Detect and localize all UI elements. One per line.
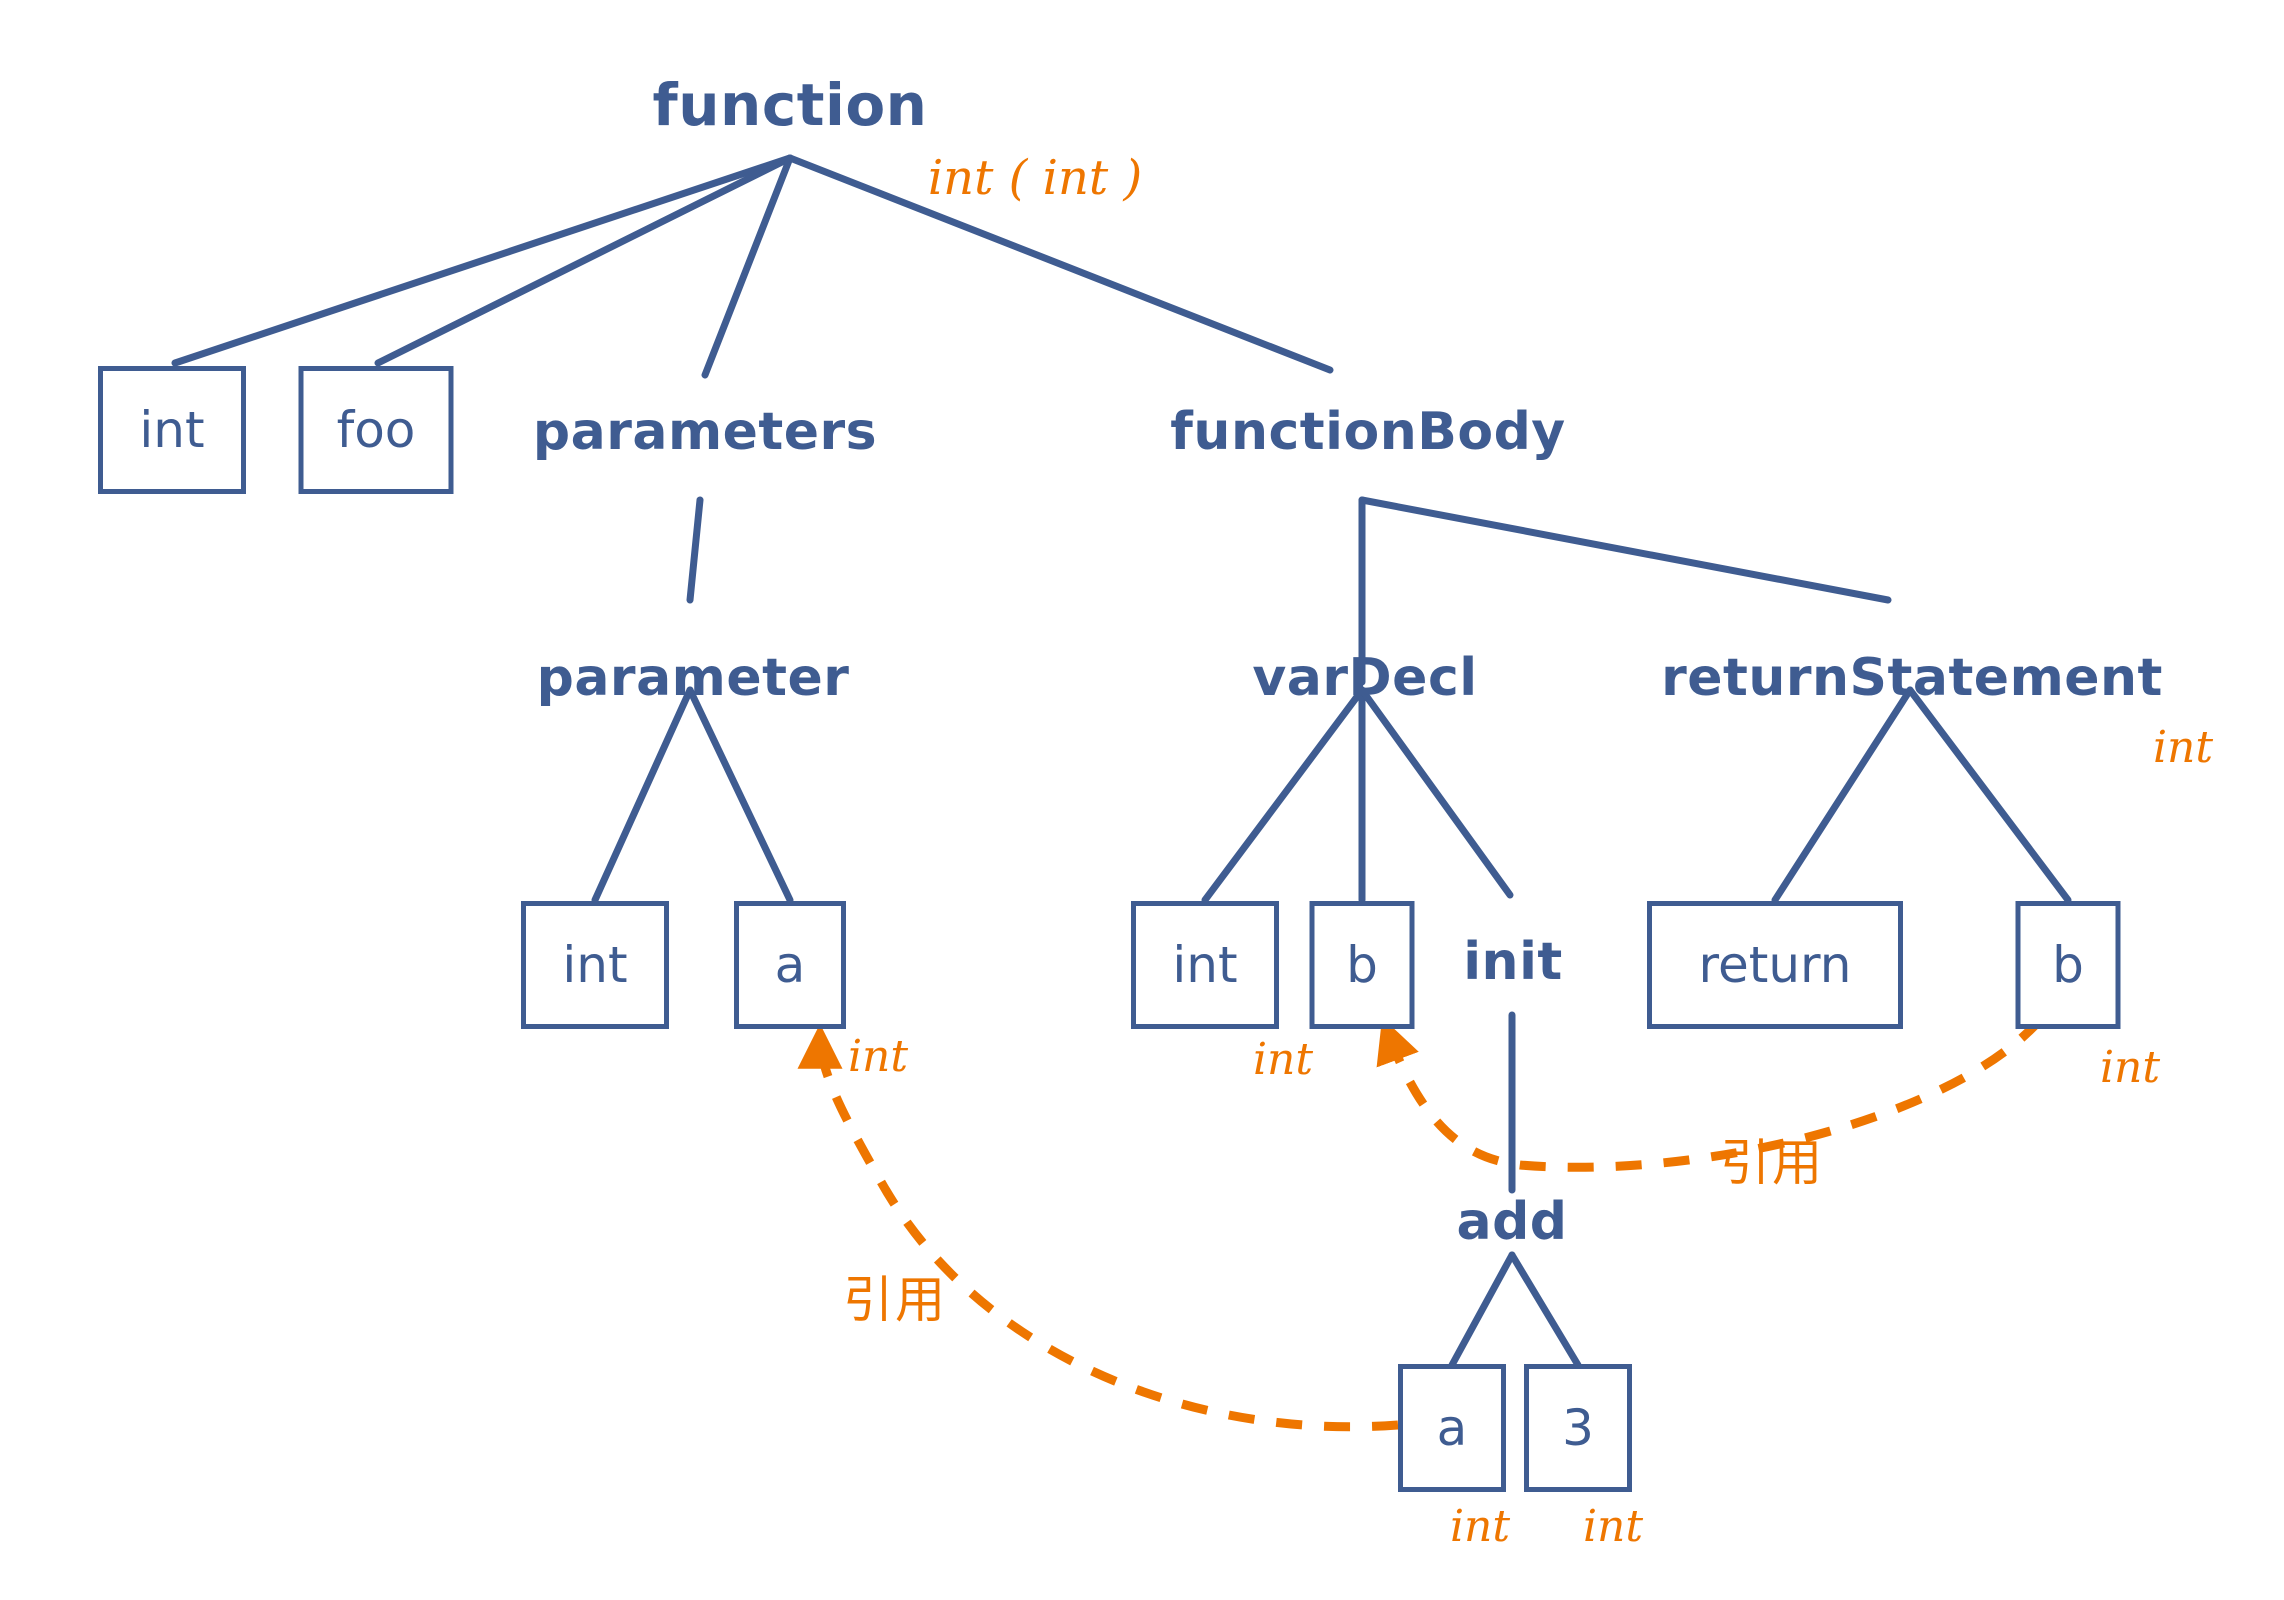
node-function-body[interactable]: functionBody <box>1170 402 1566 462</box>
edge-vardecl-init <box>1358 686 1514 899</box>
type-annotation-return-statement: int <box>2152 722 2214 773</box>
token-box-return-keyword[interactable]: return <box>1647 901 1903 1029</box>
token-box-add-left[interactable]: a <box>1398 1364 1506 1492</box>
node-return-statement[interactable]: returnStatement <box>1661 648 2163 708</box>
token-box-var-name[interactable]: b <box>1309 901 1415 1029</box>
node-parameter[interactable]: parameter <box>536 648 850 708</box>
type-annotation-add-a: int <box>1449 1501 1511 1552</box>
edge-add-a <box>1448 1251 1516 1369</box>
edge-parameter-a <box>686 686 794 904</box>
reference-arrow-param-a <box>797 1023 1399 1432</box>
reference-label-param: 引用 <box>843 1271 947 1329</box>
type-annotation-function-signature: int ( int ) <box>927 150 1143 206</box>
token-box-var-type[interactable]: int <box>1131 901 1279 1029</box>
type-annotation-return-b: int <box>2099 1042 2161 1093</box>
token-box-func-name[interactable]: foo <box>298 366 454 494</box>
type-annotation-add-3: int <box>1582 1501 1644 1552</box>
type-annotation-param-a: int <box>847 1031 909 1082</box>
edge-returnstatement-b <box>1906 686 2072 904</box>
edge-functionbody-returnstatement <box>1358 496 1892 604</box>
token-box-func-return-type[interactable]: int <box>98 366 246 494</box>
node-function[interactable]: function <box>652 71 928 139</box>
edge-parameter-int <box>591 686 694 904</box>
edge-vardecl-int <box>1201 686 1366 904</box>
token-box-param-name[interactable]: a <box>734 901 846 1029</box>
type-annotation-var-b: int <box>1252 1034 1314 1085</box>
node-var-decl[interactable]: varDecl <box>1252 648 1478 708</box>
token-box-param-type[interactable]: int <box>521 901 669 1029</box>
edge-add-3 <box>1508 1251 1582 1369</box>
node-parameters[interactable]: parameters <box>532 402 878 462</box>
reference-arrow-var-b <box>1376 1016 2044 1172</box>
node-init[interactable]: init <box>1463 932 1563 992</box>
token-box-add-right[interactable]: 3 <box>1524 1364 1632 1492</box>
token-box-return-value[interactable]: b <box>2015 901 2121 1029</box>
reference-label-var: 引用 <box>1720 1134 1824 1192</box>
edge-function-parameters <box>701 154 794 379</box>
edge-function-int <box>171 154 794 367</box>
edge-function-foo <box>374 154 794 367</box>
edge-returnstatement-return <box>1771 686 1914 904</box>
node-add[interactable]: add <box>1456 1192 1568 1252</box>
edge-parameters-parameter <box>686 496 704 604</box>
